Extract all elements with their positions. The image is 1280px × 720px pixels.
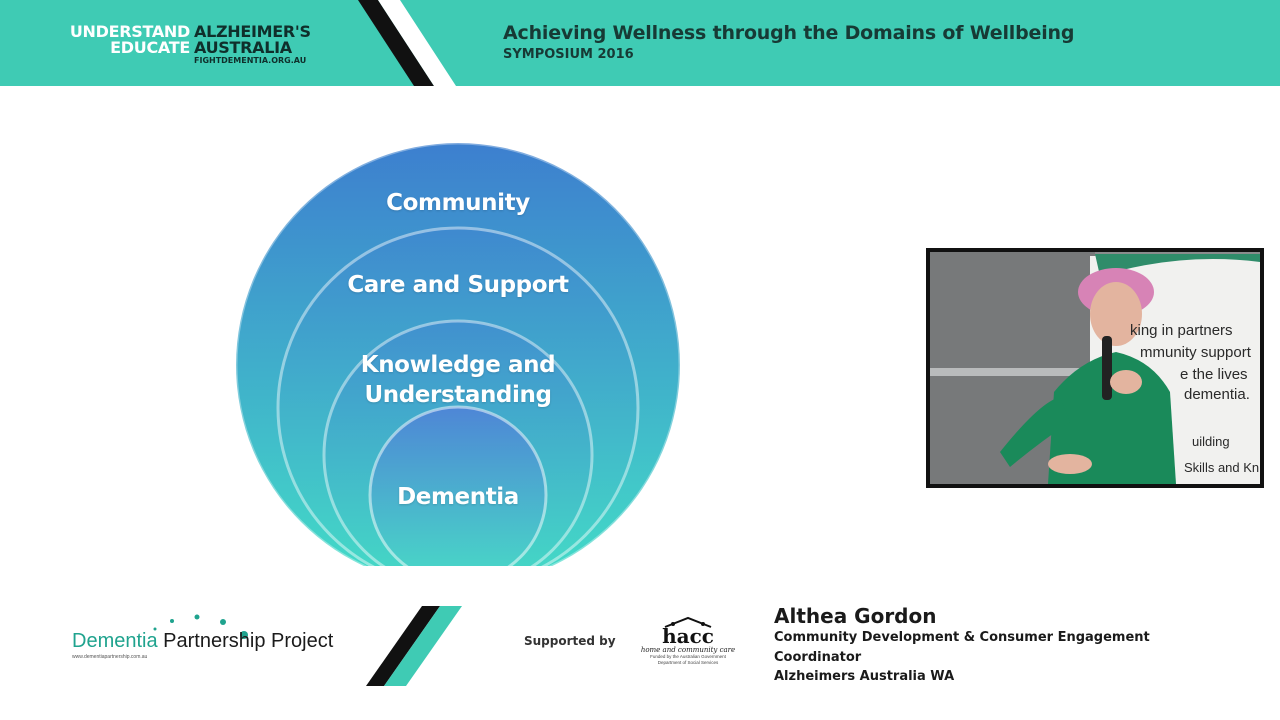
nested-circles-diagram [234,141,682,566]
speaker-role-line2: Coordinator [774,650,862,665]
speaker-role-line1: Community Development & Consumer Engagem… [774,630,1150,645]
hacc-wordmark: hacc [662,624,714,648]
footer-stripes-decoration [366,606,462,686]
brand-tagline-line1: UNDERSTAND [69,22,190,41]
label-dementia: Dementia [397,484,519,510]
video-frame: king in partners mmunity support e the l… [930,252,1260,484]
event-title: Achieving Wellness through the Domains o… [503,22,1075,44]
partnership-dots-decoration [153,614,248,639]
partnership-url: www.dementiapartnership.com.au [72,654,148,660]
hacc-subtitle: home and community care [640,646,736,654]
header-banner: UNDERSTAND EDUCATE ALZHEIMER'S AUSTRALIA… [0,0,1280,86]
poster-text-1: king in partners [1130,322,1233,339]
speaker-video[interactable]: king in partners mmunity support e the l… [926,248,1264,488]
event-subtitle: SYMPOSIUM 2016 [503,47,634,62]
hacc-logo: hacc home and community care Funded by t… [640,614,736,676]
label-knowledge-line2: Understanding [364,382,552,408]
brand-tagline-line2: EDUCATE [110,38,190,57]
circle-dementia [368,405,548,566]
dementia-partnership-logo: Dementia Partnership Project [72,630,333,653]
hacc-funding-line1: Funded by the Australian Government [650,654,726,659]
poster-text-4: dementia. [1184,386,1250,403]
video-scene [930,252,1260,484]
hacc-funding-line2: Department of Social Services [657,660,719,665]
poster-text-3: e the lives [1180,366,1248,383]
speaker-organization: Alzheimers Australia WA [774,669,955,684]
logo-url: FIGHTDEMENTIA.ORG.AU [194,56,307,65]
poster-text-2: mmunity support [1140,344,1251,361]
house-icon [664,616,712,628]
logo-word-dementia: Dementia [72,630,158,652]
poster-text-5: uilding [1192,434,1230,449]
header-stripes-decoration [358,0,456,86]
speaker-name: Althea Gordon [774,604,937,628]
label-community: Community [386,190,530,216]
poster-text-6: Skills and Kn [1184,460,1260,475]
logo-line1: ALZHEIMER'S [194,22,311,41]
label-care-support: Care and Support [347,272,569,298]
logo-word-partnership: Partnership Project [157,630,334,652]
alzheimers-australia-logo: ALZHEIMER'S AUSTRALIA FIGHTDEMENTIA.ORG.… [194,24,311,66]
brand-tagline: UNDERSTAND EDUCATE [60,24,190,56]
presentation-slide: Community Care and Support Knowledge and… [0,140,920,566]
logo-line2: AUSTRALIA [194,38,292,57]
supported-by-label: Supported by [524,634,616,648]
label-knowledge-line1: Knowledge and [360,352,556,378]
